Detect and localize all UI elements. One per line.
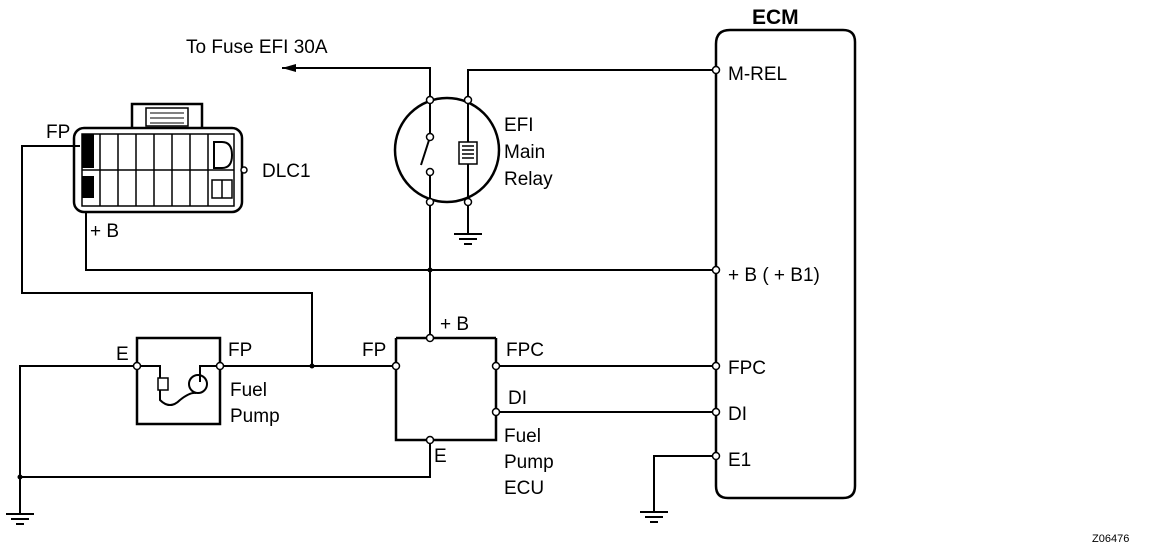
fuse-wire: [282, 67, 431, 100]
ecu-terminal-di: [491, 407, 501, 417]
pump-label-line1: Fuel: [230, 380, 267, 401]
ecm-pin-b: + B ( + B1): [728, 265, 820, 286]
arrow-icon: [282, 64, 296, 72]
fuel-pump-outline: [135, 336, 222, 426]
ecm-pin-fpc: FPC: [728, 358, 766, 379]
dlc-pin-b: [82, 176, 94, 198]
dlc1-connector: DLC1 FP + B: [46, 102, 311, 242]
ecm-pin-di: DI: [728, 404, 747, 425]
ecu-label-fpc: FPC: [506, 340, 544, 361]
ecu-label-b: + B: [440, 314, 469, 335]
ecm-pin-m-rel: M-REL: [728, 64, 787, 85]
ecm-terminal-m-rel: [711, 65, 721, 75]
junction-dot: [17, 474, 23, 480]
ecu-terminal-fp: [391, 361, 401, 371]
ecm-terminal-b: [711, 265, 721, 275]
ecu-label-line1: Fuel: [504, 426, 541, 447]
efi-main-relay: EFI Main Relay: [393, 69, 716, 270]
dlc-pin-fp: [82, 134, 94, 168]
ground-icon: [454, 233, 482, 245]
ecm-terminal-fpc: [711, 361, 721, 371]
pump-terminal-e: [132, 361, 142, 371]
fuse-feed: To Fuse EFI 30A: [186, 37, 431, 100]
junction-dot: [309, 363, 315, 369]
relay-terminal: [463, 95, 473, 105]
relay-label-line3: Relay: [504, 169, 553, 190]
dlc-name: DLC1: [262, 161, 311, 182]
wire-plus-b-bus: [85, 212, 716, 271]
pump-resistor: [157, 377, 169, 391]
relay-terminal: [425, 167, 435, 177]
wire-dlc-fp: [21, 145, 313, 366]
fuel-pump-ecu: + B FP FPC DI E Fuel Pump ECU: [362, 314, 554, 499]
fuel-pump: E FP Fuel Pump: [116, 336, 280, 427]
dlc-label-b: + B: [90, 221, 119, 242]
wire-m-rel: [467, 69, 716, 100]
relay-switch-contact: [420, 100, 431, 270]
ecu-terminal-e: [425, 435, 435, 445]
dlc-label-fp: FP: [46, 122, 70, 143]
dlc-terminal: [240, 166, 248, 174]
relay-label-line2: Main: [504, 142, 545, 163]
pump-label-line2: Pump: [230, 406, 280, 427]
fuse-label: To Fuse EFI 30A: [186, 37, 328, 58]
wire-ecu-ground: [20, 440, 431, 478]
ecu-label-line3: ECU: [504, 478, 544, 499]
ground-icon: [640, 511, 668, 523]
relay-label-line1: EFI: [504, 115, 534, 136]
ecu-label-di: DI: [508, 388, 527, 409]
pump-label-fp: FP: [228, 340, 252, 361]
relay-circle: [393, 96, 501, 204]
pump-label-e: E: [116, 344, 129, 365]
ecu-label-line2: Pump: [504, 452, 554, 473]
relay-terminal: [425, 95, 435, 105]
ecm-title: ECM: [752, 6, 799, 29]
relay-terminal: [425, 132, 435, 142]
ecm-terminal-e1: [711, 451, 721, 461]
ecu-label-e: E: [434, 446, 447, 467]
dlc-latch: [130, 102, 204, 128]
ecm-outline: [714, 28, 857, 500]
figure-code: Z06476: [1092, 533, 1129, 545]
coil-windings: [462, 145, 474, 159]
motor-icon: [188, 374, 208, 394]
ecu-label-fp: FP: [362, 340, 386, 361]
ecm-terminal-di: [711, 407, 721, 417]
ecm-block: ECM M-REL + B ( + B1) FPC DI E1: [714, 6, 857, 500]
relay-terminal: [425, 197, 435, 207]
wire-e1-ground: [653, 455, 716, 512]
ground-icon: [6, 513, 34, 525]
ecu-outline: [394, 336, 498, 442]
pump-terminal-fp: [215, 361, 225, 371]
pump-internal-wire: [137, 365, 220, 382]
junction-dot: [427, 267, 433, 273]
relay-terminal: [463, 197, 473, 207]
ecu-terminal-b: [425, 333, 435, 343]
ecu-terminal-fpc: [491, 361, 501, 371]
ecm-pin-e1: E1: [728, 450, 751, 471]
dlc-d-socket: [213, 141, 234, 169]
wire-pump-ground: [19, 365, 134, 514]
